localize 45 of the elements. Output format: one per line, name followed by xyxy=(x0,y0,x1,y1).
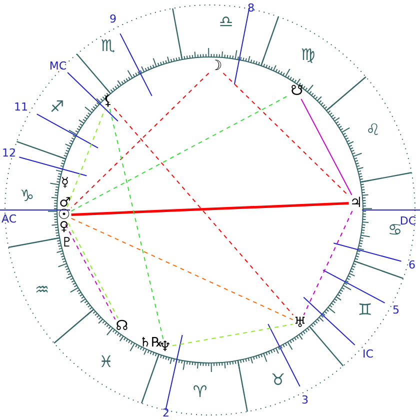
zodiac-sign: ♈ xyxy=(192,384,208,400)
planet-glyph: ♂ xyxy=(59,196,71,210)
planet-glyph: ♀ xyxy=(59,220,69,234)
aspect-line xyxy=(71,202,349,216)
zodiac-sign: ♊ xyxy=(358,302,372,318)
zodiac-sign: ♋ xyxy=(388,222,402,238)
planet-glyph: ♅ xyxy=(294,316,306,330)
zodiac-sign: ♌ xyxy=(366,122,380,138)
planet-glyph: ☽ xyxy=(210,59,222,73)
zodiac-sign: ♉ xyxy=(270,372,286,388)
aspect-line xyxy=(172,324,294,346)
planet-glyph: ♃ xyxy=(350,196,362,210)
aspect-line xyxy=(222,72,350,196)
planet-glyph: ♄℞ xyxy=(139,336,163,350)
aspect-line xyxy=(114,108,294,316)
zodiac-sign: ♏ xyxy=(100,38,116,54)
house-number: 9 xyxy=(110,14,116,24)
zodiac-sign: ♓ xyxy=(98,354,114,370)
aspect-line xyxy=(303,210,353,316)
house-number: MC xyxy=(49,60,67,72)
planet-glyph: ☉ xyxy=(58,208,70,222)
planet-glyph: ☊ xyxy=(116,319,128,333)
planet-glyph: ☋ xyxy=(290,84,304,98)
aspect-line xyxy=(300,98,352,196)
house-number: AC xyxy=(2,214,16,224)
house-number: IC xyxy=(362,348,374,360)
house-number: 6 xyxy=(408,260,416,270)
zodiac-sign: ♑ xyxy=(20,188,34,204)
house-number: 11 xyxy=(14,102,28,112)
aspect-line xyxy=(66,108,106,208)
zodiac-sign: ♎ xyxy=(218,14,234,30)
aspect-line xyxy=(70,72,210,208)
planet-glyph: ☿ xyxy=(61,176,69,190)
planet-glyph: ♇ xyxy=(61,236,73,250)
house-number: 2 xyxy=(162,408,170,418)
aspect-line xyxy=(70,218,294,320)
house-number: 5 xyxy=(392,304,400,316)
zodiac-sign: ♍ xyxy=(300,47,316,63)
zodiac-sign: ♐ xyxy=(50,99,64,115)
house-number: 3 xyxy=(302,394,308,406)
house-number: DC xyxy=(400,216,416,226)
aspect-line xyxy=(109,108,164,340)
house-number: 12 xyxy=(2,148,16,158)
zodiac-sign: ♒ xyxy=(34,282,50,298)
planet-glyph: ⚸ xyxy=(102,94,114,108)
